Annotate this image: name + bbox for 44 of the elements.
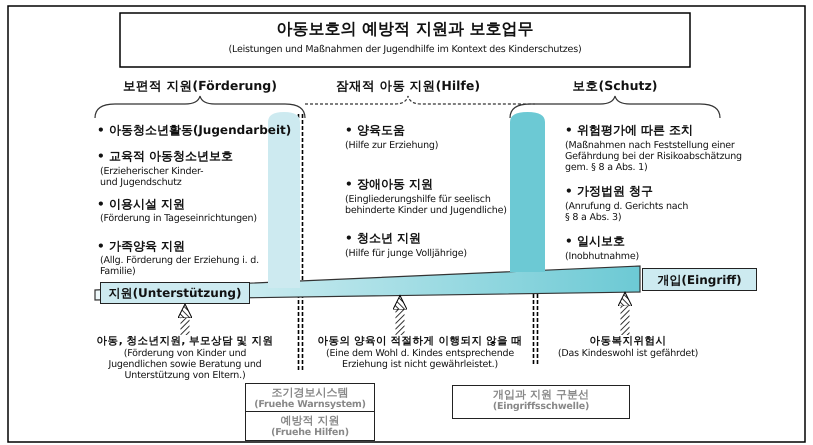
item-description: (Allg. Förderung der Erziehung i. d. Familie) (100, 255, 259, 277)
box-heading: 예방적 지원 (280, 414, 340, 427)
item-heading: • 가정법원 청구 (565, 184, 654, 198)
item-heading: • 청소년 지원 (345, 231, 422, 245)
item-description: (Förderung in Tageseinrichtungen) (100, 213, 257, 224)
box-heading: 지원(Unterstützung) (108, 286, 242, 300)
box-heading: 개입과 지원 구분선 (492, 388, 590, 401)
column-heading: 보편적 지원(Förderung) (123, 78, 277, 93)
caption-text: (Eine dem Wohl d. Kindes entsprechende Erziehung ist nicht gewährleistet.) (324, 348, 515, 370)
box-heading: 개입(Eingriff) (657, 272, 742, 286)
item-heading: • 위험평가에 따른 조치 (565, 123, 694, 137)
item-description: (Hilfe zur Erziehung) (345, 140, 438, 151)
caption-text: (Das Kindeswohl ist gefährdet) (556, 348, 700, 359)
column-heading: 보호(Schutz) (572, 78, 658, 93)
box-heading: 조기경보시스템 (270, 386, 350, 399)
box-subtitle: (Fruehe Warnsystem) (253, 399, 367, 411)
caption-text: 아동의 양육이 적절하게 이행되지 않을 때 (316, 335, 524, 348)
label-box (245, 383, 375, 412)
column-heading: 잠재적 아동 지원(Hilfe) (336, 78, 480, 93)
label-box (245, 411, 375, 441)
item-description: (Maßnahmen nach Feststellung einer Gefährdung bei der Risikoabschätzung gem. § 8 a Abs. 1) (565, 140, 742, 173)
item-heading: • 가족양육 지원 (97, 239, 186, 253)
arrow (178, 304, 192, 335)
title: 아동보호의 예방적 지원과 보호업무 (276, 19, 534, 39)
arrow (392, 295, 408, 335)
box-subtitle: (Eingriffsschwelle) (492, 401, 590, 413)
item-heading: • 장애아동 지원 (345, 177, 434, 191)
item-heading: • 일시보호 (565, 234, 625, 248)
label-box (452, 385, 630, 419)
caption-text: 아동복지위험시 (588, 335, 668, 348)
subtitle: (Leistungen und Maßnahmen der Jugendhilfe im Kontext des Kinderschutzes) (228, 44, 582, 55)
item-heading: • 이용시설 지원 (97, 197, 186, 211)
caption-text: (Förderung von Kinder und Jugendlichen sowie Beratung und Unterstützung von Eltern.) (107, 348, 262, 381)
item-description: (Inobhutnahme) (565, 251, 640, 262)
caption-text: 아동, 청소년지원, 부모상담 및 지원 (96, 335, 274, 348)
item-description: (Erzieherischer Kinder- und Jugendschutz (100, 166, 204, 188)
item-heading: • 교육적 아동청소년보호 (97, 149, 234, 163)
item-heading: • 양육도움 (345, 123, 405, 137)
item-heading: • 아동청소년활동(Jugendarbeit) (97, 123, 292, 137)
item-description: (Anrufung d. Gerichts nach § 8 a Abs. 3) (565, 201, 688, 223)
box-subtitle: (Fruehe Hilfen) (270, 427, 350, 439)
label-box (642, 268, 757, 291)
arrow (618, 292, 632, 335)
label-box (100, 282, 250, 304)
